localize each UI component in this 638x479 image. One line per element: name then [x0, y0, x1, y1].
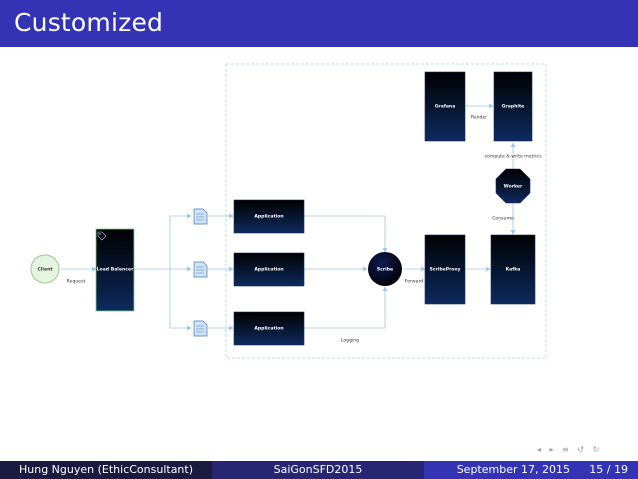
scribe-label: Scribe — [377, 267, 393, 273]
log-file-icon — [193, 208, 208, 225]
grafana-node: Grafana — [424, 71, 466, 142]
edge-label-consume: Consume — [492, 216, 514, 222]
tag-icon — [97, 231, 107, 241]
load-balancer-label: Load Balancer — [97, 267, 134, 273]
kafka-node: Kafka — [490, 234, 536, 305]
grafana-label: Grafana — [435, 104, 456, 110]
application-node-3: Application — [233, 311, 305, 346]
footer-event: SaiGonSFD2015 — [212, 461, 424, 479]
application-node-1: Application — [233, 199, 305, 234]
edge-label-compute: compute & write metrics — [485, 154, 543, 160]
graphite-label: Graphite — [502, 104, 525, 110]
footer-right: September 17, 2015 15 / 19 — [424, 461, 638, 479]
client-node: Client — [30, 254, 60, 284]
footer-date: September 17, 2015 — [456, 463, 570, 476]
edge-label-logging: Logging — [341, 338, 359, 344]
application-label: Application — [254, 214, 283, 220]
edges — [61, 103, 516, 331]
application-label: Application — [254, 267, 283, 273]
page-number: 15 / 19 — [589, 463, 628, 476]
log-file-icon — [193, 261, 208, 278]
edge-label-forward: Forward — [405, 279, 424, 285]
edge-app1-scribe — [304, 215, 388, 253]
scribe-node: Scribe — [368, 252, 402, 286]
slide-title: Customized — [14, 8, 164, 37]
graphite-node: Graphite — [493, 71, 533, 142]
title-bar: Customized — [0, 0, 638, 47]
edge-label-render: Render — [471, 115, 487, 121]
scribe-proxy-label: ScribeProxy — [429, 267, 460, 273]
application-node-2: Application — [233, 252, 305, 287]
beamer-navigation-icons[interactable]: ◂ ▸ ≡ ↺ ↻ — [537, 445, 603, 454]
application-label: Application — [254, 326, 283, 332]
kafka-label: Kafka — [506, 267, 521, 273]
edge-lb-app3 — [169, 269, 192, 331]
edge-app3-scribe — [304, 286, 388, 329]
service-boundary — [225, 63, 547, 359]
scribe-proxy-node: ScribeProxy — [424, 234, 466, 305]
log-file-icon — [193, 320, 208, 337]
edge-lb-app1 — [169, 213, 192, 269]
footer: Hung Nguyen (EthicConsultant) SaiGonSFD2… — [0, 461, 638, 479]
load-balancer-node: Load Balancer — [95, 228, 135, 312]
edge-label-request: Request — [67, 279, 86, 285]
worker-node: Worker — [495, 168, 531, 204]
footer-author: Hung Nguyen (EthicConsultant) — [0, 461, 212, 479]
client-label: Client — [37, 267, 53, 273]
worker-label: Worker — [504, 184, 523, 190]
